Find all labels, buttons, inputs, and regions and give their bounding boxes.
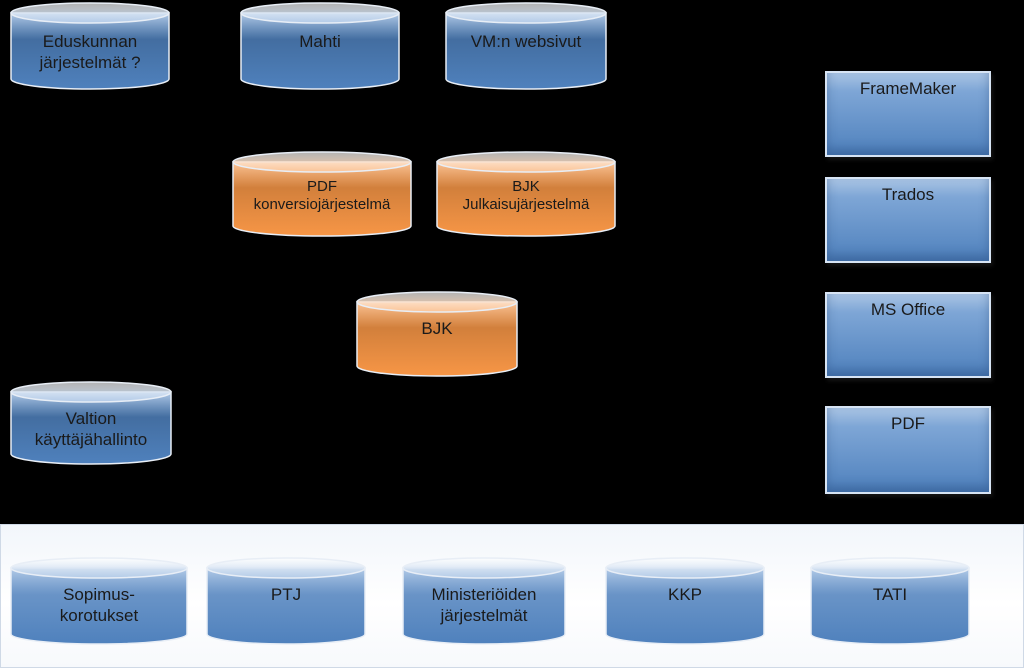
- cylinder-shape: [240, 2, 400, 90]
- cylinder-shape: [232, 151, 412, 237]
- database-label: BJK Julkaisujärjestelmä: [462, 178, 590, 213]
- cylinder-shape: [206, 557, 366, 645]
- tool-trados: Trados: [825, 177, 991, 263]
- database-label: PTJ: [270, 585, 302, 604]
- tool-ms-office: MS Office: [825, 292, 991, 378]
- database-label: Ministeriöiden järjestelmät: [431, 585, 537, 625]
- database-label: Eduskunnan järjestelmät ?: [39, 32, 141, 72]
- cylinder-shape: [605, 557, 765, 645]
- database-sopimuskorotukset: Sopimus- korotukset: [10, 557, 188, 645]
- cylinder-shape: [402, 557, 566, 645]
- database-bjk: BJK: [356, 291, 518, 377]
- tool-label: PDF: [891, 414, 925, 433]
- cylinder-shape: [445, 2, 607, 90]
- database-mahti: Mahti: [240, 2, 400, 90]
- database-label: Sopimus- korotukset: [59, 585, 139, 625]
- database-label: Valtion käyttäjähallinto: [34, 409, 148, 449]
- database-label: Mahti: [299, 32, 341, 51]
- cylinder-shape: [436, 151, 616, 237]
- database-vm-websivut: VM:n websivut: [445, 2, 607, 90]
- database-label: BJK: [421, 319, 453, 338]
- tool-label: MS Office: [870, 300, 946, 319]
- cylinder-shape: [10, 557, 188, 645]
- database-label: PDF konversiojärjestelmä: [253, 178, 391, 213]
- database-eduskunnan-jarjestelmat: Eduskunnan järjestelmät ?: [10, 2, 170, 90]
- database-label: TATI: [872, 585, 908, 604]
- database-bjk-julkaisujarjestelma: BJK Julkaisujärjestelmä: [436, 151, 616, 237]
- tool-label: Trados: [881, 185, 935, 204]
- database-ptj: PTJ: [206, 557, 366, 645]
- cylinder-shape: [810, 557, 970, 645]
- database-tati: TATI: [810, 557, 970, 645]
- database-label: KKP: [667, 585, 703, 604]
- cylinder-shape: [10, 381, 172, 465]
- cylinder-shape: [10, 2, 170, 90]
- tool-pdf: PDF: [825, 406, 991, 494]
- database-ministerioiden-jarjestelmat: Ministeriöiden järjestelmät: [402, 557, 566, 645]
- database-label: VM:n websivut: [470, 32, 582, 51]
- database-pdf-konversiojarjestelma: PDF konversiojärjestelmä: [232, 151, 412, 237]
- database-kkp: KKP: [605, 557, 765, 645]
- database-valtion-kayttajahallinto: Valtion käyttäjähallinto: [10, 381, 172, 465]
- tool-label: FrameMaker: [859, 79, 957, 98]
- cylinder-shape: [356, 291, 518, 377]
- tool-framemaker: FrameMaker: [825, 71, 991, 157]
